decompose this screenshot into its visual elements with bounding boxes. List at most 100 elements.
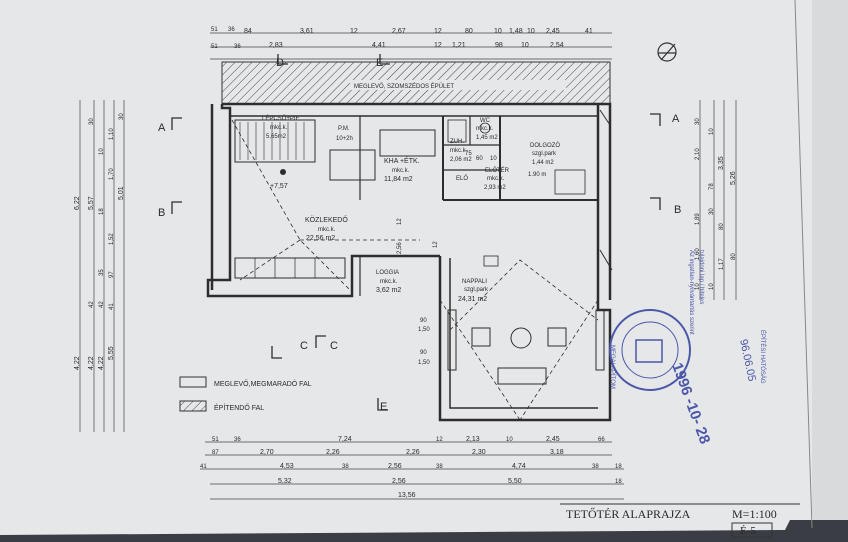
side-note: ÉPÍTÉSI HATÓSÁG	[759, 330, 766, 384]
dim-text: 10	[527, 28, 535, 35]
tag-text: ELŐ	[456, 175, 468, 182]
dim-text: 10	[709, 283, 715, 290]
dim-text: 5,57	[88, 196, 95, 210]
dim-text: 42	[89, 301, 95, 308]
section-label: C	[330, 340, 338, 352]
left-dimension-lines	[79, 100, 125, 432]
dim-text: 2,70	[260, 449, 274, 456]
room-dolgozo: DOLGOZÓ szgl.park 1,44 m2	[530, 142, 560, 166]
dim-text: 18	[615, 479, 622, 485]
dim-text: 66	[598, 437, 605, 443]
dim-text: 2,13	[466, 436, 480, 443]
top-dimension-lines	[210, 32, 612, 60]
section-marker-labels: A A B B C C D E E	[158, 57, 681, 413]
dim-text: 4,22	[88, 356, 95, 370]
dim-text: 2,56	[388, 463, 402, 470]
room-name: DOLGOZÓ	[530, 142, 560, 149]
bottom-dim-row4: 5,32 2,56 5,50 18	[278, 478, 622, 485]
dim-text: 4,22	[98, 356, 105, 370]
dim-text: 2,26	[406, 449, 420, 456]
title-block: TETŐTÉR ALAPRAJZA M=1:100 É-5	[560, 503, 800, 538]
section-label: E	[376, 57, 383, 69]
room-area: 3,62 m2	[376, 287, 401, 294]
tag-text: 1.90 m	[528, 172, 546, 178]
room-floor: mkc.k.	[380, 279, 398, 285]
legend: MEGLEVŐ,MEGMARADÓ FAL ÉPÍTENDŐ FAL	[179, 376, 312, 412]
dim-text: 2,45	[546, 436, 560, 443]
top-dim-row1: 51 36 84 3,61 12 2,67 12 80 10 1,48 10 2…	[211, 27, 593, 35]
dim-text: 80	[719, 223, 725, 230]
dim-text: 12	[433, 241, 439, 248]
dim-text: 35	[99, 269, 105, 276]
room-floor: mkc.k.	[318, 227, 336, 233]
dim-text: 3,18	[550, 449, 564, 456]
dim-text: 4,74	[512, 463, 526, 470]
room-name: LÉPCSŐ+PIE	[262, 115, 300, 122]
dim-text: 1,89	[695, 213, 701, 225]
dim-text: 12	[434, 42, 442, 49]
section-label: E	[380, 401, 387, 413]
legend-new-label: ÉPÍTENDŐ FAL	[214, 403, 264, 412]
room-floor: mkc.k.	[487, 176, 505, 182]
room-eloter: ELŐTÉR mkc.k. 2,93 m2	[484, 167, 510, 191]
dim-text: 51	[212, 437, 219, 443]
room-area: 2,06 m2	[450, 157, 472, 163]
tag-text: 75	[465, 151, 472, 157]
dim-text: 5,26	[730, 171, 737, 185]
tag-text: 10	[490, 156, 497, 162]
room-area: 2,93 m2	[484, 185, 506, 191]
room-area: 24,31 m2	[458, 296, 487, 303]
dim-text: 1,52	[109, 233, 115, 245]
drawing-scale: M=1:100	[732, 507, 777, 521]
dim-text: 2,10	[695, 148, 701, 160]
dim-text: 2,67	[392, 28, 406, 35]
dim-text: 1,50	[418, 360, 430, 366]
room-floor: mkc.k.	[392, 168, 410, 174]
plan-walls	[206, 102, 613, 422]
dim-text: 18	[99, 208, 105, 215]
bottom-dimension-lines	[200, 441, 624, 500]
dim-text: 2,56	[397, 242, 403, 254]
room-floor: mkc.k.	[270, 125, 288, 131]
dim-text: 10	[494, 28, 502, 35]
drawing-title: TETŐTÉR ALAPRAJZA	[566, 507, 691, 521]
dim-text: 12	[397, 218, 403, 225]
bottom-dim-row3: 41 4,53 38 2,56 38 4,74 38 18	[200, 463, 622, 470]
dim-text: 4,22	[74, 356, 81, 370]
dim-text: 12	[434, 28, 442, 35]
dim-text: 12	[350, 28, 358, 35]
dim-text: 41	[585, 28, 593, 35]
dim-text: 10	[695, 283, 701, 290]
dim-text: 30	[695, 118, 701, 125]
dim-text: 10	[521, 42, 529, 49]
dim-text: 2,45	[546, 28, 560, 35]
room-area: 5,65m2	[266, 134, 287, 140]
dim-text: 41	[109, 303, 115, 310]
dim-text: 36	[234, 44, 241, 50]
dim-text: 5,50	[508, 478, 522, 485]
room-area: 22,56 m2	[306, 235, 335, 242]
crest-icon	[635, 339, 663, 363]
dim-text: 87	[212, 450, 219, 456]
dim-text: 4,41	[372, 42, 386, 49]
room-kozlekedo: KÖZLEKEDŐ mkc.k. 22,56 m2	[305, 215, 348, 242]
room-floor: szgl.park	[464, 287, 489, 293]
dim-text: 84	[244, 28, 252, 35]
dim-text: 38	[592, 464, 599, 470]
section-label: B	[158, 207, 165, 219]
side-note: tulajdoni lap / hiteles	[698, 250, 704, 304]
dim-text: 97	[109, 271, 115, 278]
dim-text: 38	[436, 464, 443, 470]
room-name: KHA +ÉTK.	[384, 156, 420, 165]
room-nappali: NAPPALI szgl.park 24,31 m2	[458, 279, 489, 303]
right-dimension-lines	[699, 100, 737, 300]
dim-text: 12	[436, 437, 443, 443]
dim-text: 80	[465, 28, 473, 35]
room-area: 1,44 m2	[532, 160, 554, 166]
section-label: D	[276, 57, 284, 69]
room-zuh: ZUH. mkc.k. 2,06 m2	[450, 139, 472, 163]
tag-text: P.M.	[338, 126, 350, 132]
dim-text: 2,83	[269, 42, 283, 49]
